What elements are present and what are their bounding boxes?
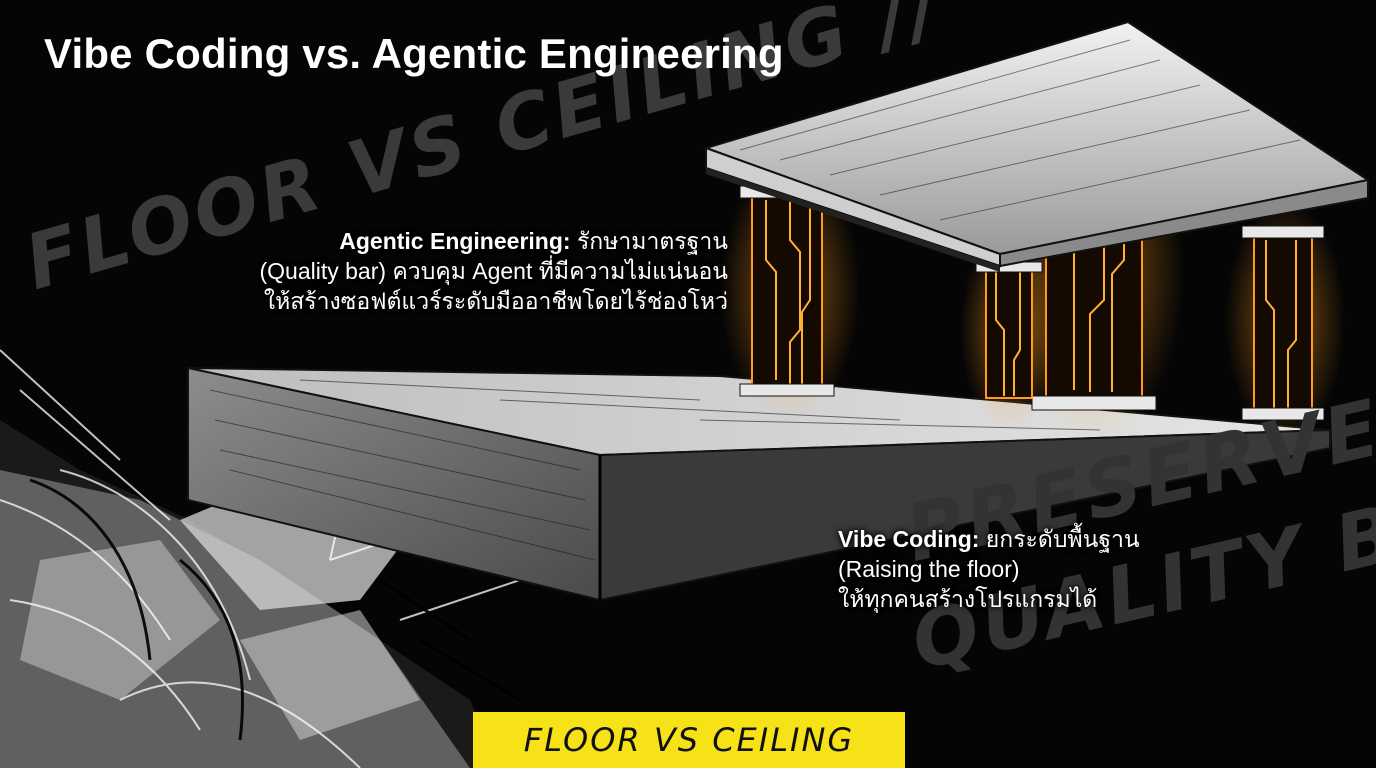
vibe-caption-line-2: (Raising the floor): [838, 556, 1020, 582]
agentic-caption-label: Agentic Engineering:: [339, 228, 571, 254]
vibe-caption-text-1: ยกระดับพื้นฐาน: [985, 526, 1140, 552]
pillar-middle: [975, 261, 1043, 399]
agentic-caption-line-2: (Quality bar) ควบคุม Agent ที่มีความไม่แ…: [259, 258, 729, 284]
agentic-caption-line-1: Agentic Engineering: รักษามาตรฐาน: [258, 226, 728, 256]
vibe-caption-label: Vibe Coding:: [838, 526, 980, 552]
vibe-caption-line-1: Vibe Coding: ยกระดับพื้นฐาน: [838, 524, 1358, 554]
ceiling-slab: [702, 20, 1371, 272]
floor-slab: [187, 366, 1331, 602]
page-title: Vibe Coding vs. Agentic Engineering: [44, 30, 784, 77]
debris-sketch: [0, 349, 521, 768]
agentic-caption: Agentic Engineering: รักษามาตรฐาน (Quali…: [258, 226, 729, 316]
banner-text: FLOOR VS CEILING: [523, 721, 855, 759]
agentic-caption-line-3: ให้สร้างซอฟต์แวร์ระดับมืออาชีพโดยไร้ช่อง…: [263, 288, 728, 314]
vibe-caption: Vibe Coding: ยกระดับพื้นฐาน (Raising the…: [838, 524, 1358, 614]
agentic-caption-text-1: รักษามาตรฐาน: [576, 228, 728, 254]
vibe-caption-line-3: ให้ทุกคนสร้างโปรแกรมได้: [838, 586, 1098, 612]
floor-vs-ceiling-banner: FLOOR VS CEILING: [473, 712, 905, 768]
pillar-right: [1241, 225, 1325, 421]
pillar-left: [739, 185, 835, 397]
